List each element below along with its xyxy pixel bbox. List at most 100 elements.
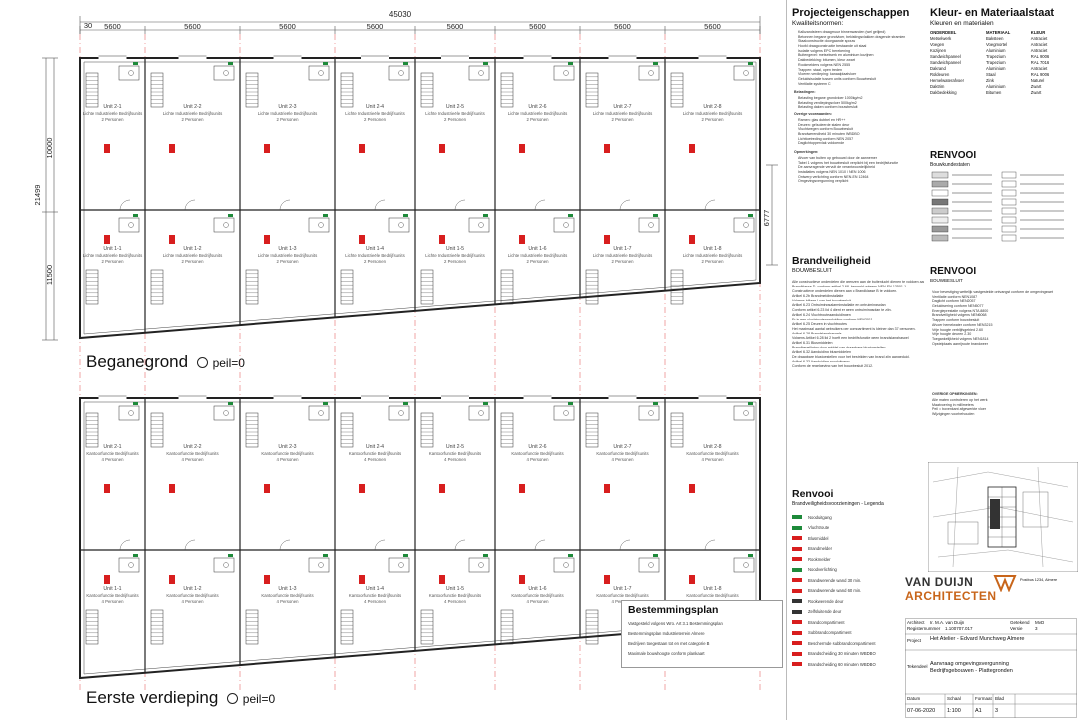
fire-extinguisher-icon xyxy=(264,235,270,244)
text-line: Artikel 6.25 Deuren in vluchtroutes xyxy=(792,322,847,325)
stair xyxy=(150,412,164,448)
text-line: Daglicht conform NEN2057 xyxy=(932,299,976,304)
stair xyxy=(500,412,514,448)
stair xyxy=(500,609,514,645)
fire-extinguisher-icon xyxy=(519,235,525,244)
unit-label: Unit 1-4 xyxy=(366,586,384,592)
toilet-icon xyxy=(648,562,654,568)
door-swing xyxy=(119,539,131,551)
toilet-icon xyxy=(223,410,229,416)
text-line: Brandveiligheid volgens NEN6068 xyxy=(932,313,987,318)
project-value: Het Atelier - Edvard Munchweg Almere xyxy=(930,636,1025,642)
text-line: Toegankelijkheid volgens NEN1814 xyxy=(932,336,989,341)
kleur-cell: Dakrand xyxy=(930,66,946,71)
exit-sign-icon xyxy=(483,554,488,557)
unit-label: Unit 2-1 xyxy=(103,444,121,450)
fire-extinguisher-icon xyxy=(604,144,610,153)
text-line: Artikel 6.24 Vluchtrouteaanduidingen xyxy=(792,312,851,316)
toilet-icon xyxy=(478,410,484,416)
text-line: Belasting daken conform bouwbesluit xyxy=(798,105,858,110)
text-line: Daglichtoppervlak voldoende xyxy=(798,141,845,146)
legend-item: Brandwerende wand 30 min. xyxy=(792,575,924,586)
kleur-cell: Baksteen xyxy=(986,36,1004,41)
toilet-icon xyxy=(128,222,134,228)
toilet-room xyxy=(213,405,235,421)
text-line: Buitengevel: metselwerk en aluminium koz… xyxy=(798,53,874,58)
logo-line2: ARCHITECTEN xyxy=(905,589,997,603)
stair xyxy=(245,269,259,305)
unit-label: Unit 2-3 xyxy=(278,444,296,450)
exit-sign-icon xyxy=(403,402,408,405)
unit-caption: Lichte Industrieële Bedrijfsunits xyxy=(425,253,484,258)
stair xyxy=(245,609,259,645)
unit-caption: Lichte Industrieële Bedrijfsunits xyxy=(258,111,317,116)
exit-sign-icon xyxy=(133,554,138,557)
toilet-room xyxy=(118,65,140,81)
stair xyxy=(585,72,599,108)
segment-dim-label: 5600 xyxy=(447,22,464,31)
unit-caption: Kantoorfunctie Bedrijfsunits xyxy=(261,451,313,456)
toilet-icon xyxy=(478,70,484,76)
legend-swatch xyxy=(1001,189,1017,197)
text-line: Brandwerendheid 30 minuten WBDBO xyxy=(798,132,860,137)
bestemmingsplan-line: Maximale bouwhoogte conform plankaart xyxy=(628,651,705,656)
toilet-room xyxy=(733,217,755,233)
fire-extinguisher-icon xyxy=(689,144,695,153)
right-dimension xyxy=(766,164,778,266)
exit-sign-icon xyxy=(748,554,753,557)
datum-label: Datum xyxy=(907,696,921,701)
unit-caption: Kantoorfunctie Bedrijfsunits xyxy=(686,451,738,456)
unit-caption: Kantoorfunctie Bedrijfsunits xyxy=(596,593,648,598)
legend-symbol-icon xyxy=(792,567,802,572)
toilet-icon xyxy=(563,70,569,76)
exit-sign-icon xyxy=(133,62,138,65)
legend-label: Rookwerende deur xyxy=(808,598,844,604)
unit-caption: Kantoorfunctie Bedrijfsunits xyxy=(166,593,218,598)
unit-caption: Kantoorfunctie Bedrijfsunits xyxy=(86,593,138,598)
legend-label: Rookmelder xyxy=(808,556,831,562)
toilet-icon xyxy=(128,562,134,568)
unit-persons: 2 Personen xyxy=(364,259,387,264)
fire-extinguisher-icon xyxy=(104,144,110,153)
unit-persons: 4 Personen xyxy=(527,457,550,462)
legend-symbol-icon xyxy=(792,525,802,530)
legend-swatch xyxy=(931,189,949,197)
unit-label: Unit 2-2 xyxy=(183,444,201,450)
unit-persons: 2 Personen xyxy=(527,117,550,122)
legend-swatch xyxy=(1001,171,1017,179)
unit-caption: Kantoorfunctie Bedrijfsunits xyxy=(511,451,563,456)
exit-sign-icon xyxy=(568,214,573,217)
fire-extinguisher-icon xyxy=(439,484,445,493)
blad-label: Blad xyxy=(995,696,1005,701)
text-line: Volgens Artikel 6.28 lid 2 hoeft een bed… xyxy=(792,336,909,339)
toilet-icon xyxy=(478,222,484,228)
stair xyxy=(245,412,259,448)
stair xyxy=(420,72,434,108)
door-swing xyxy=(374,539,386,551)
unit-label: Unit 2-4 xyxy=(366,104,384,110)
first-peil: peil=0 xyxy=(242,692,276,706)
unit-caption: Lichte Industrieële Bedrijfsunits xyxy=(83,253,142,258)
exit-sign-icon xyxy=(228,554,233,557)
toilet-icon xyxy=(318,410,324,416)
segment-dim-label: 5600 xyxy=(104,22,121,31)
toilet-room xyxy=(468,557,490,573)
toilet-room xyxy=(118,405,140,421)
unit-persons: 4 Personen xyxy=(702,457,725,462)
unit-persons: 4 Personen xyxy=(182,457,205,462)
text-line: Artikel 6.2b Brandmeldinstallatie xyxy=(792,294,844,297)
unit-label: Unit 2-8 xyxy=(703,444,721,450)
bestemmingsplan-line: Bedrijven toegestaan tot en met categori… xyxy=(628,641,710,646)
legend-item: Noodverlichting xyxy=(792,565,924,576)
legend-label: Beschermde subbrandcompartiment xyxy=(808,640,876,646)
unit-caption: Kantoorfunctie Bedrijfsunits xyxy=(166,451,218,456)
exit-sign-icon xyxy=(323,214,328,217)
toilet-icon xyxy=(128,70,134,76)
segment-dim-label: 5600 xyxy=(279,22,296,31)
legend-swatch xyxy=(1001,207,1017,215)
fire-extinguisher-icon xyxy=(169,235,175,244)
tekening-label: Tekendeel xyxy=(907,664,928,669)
